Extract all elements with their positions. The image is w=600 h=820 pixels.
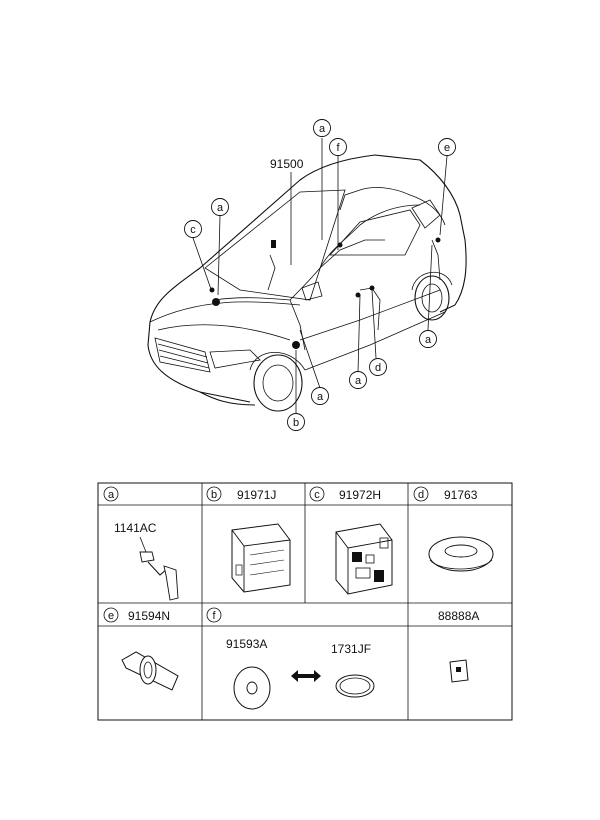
callout-b: b [287, 413, 305, 431]
header-cell-misc: 88888A [438, 609, 479, 623]
cell-letter: a [108, 489, 115, 501]
header-cell-d: d 91763 [413, 486, 478, 502]
callout-letter: d [375, 362, 381, 374]
callout-letter: a [319, 123, 326, 135]
part-a-bolt: 1141AC [114, 521, 179, 601]
callout-letter: b [293, 417, 299, 429]
cell-letter: c [314, 489, 320, 501]
parts-table: a b 91971J c 91972H d 91763 e 91594N f [97, 482, 513, 721]
part-f-right-number: 1731JF [331, 642, 371, 656]
callout-f: f [329, 138, 347, 156]
callout-d: d [369, 358, 387, 376]
car-illustration [147, 154, 467, 412]
header-cell-e: e 91594N [103, 607, 170, 623]
part-misc-pad [449, 659, 469, 683]
part-f-left-number: 91593A [226, 637, 267, 651]
cell-part-number: 88888A [438, 609, 479, 623]
callout-letter: e [444, 142, 450, 154]
callout-letter: a [317, 391, 324, 403]
callout-letter: a [217, 202, 224, 214]
part-c-junction-box [335, 523, 393, 595]
cell-letter: f [212, 610, 216, 622]
cell-part-number: 91763 [444, 488, 478, 502]
callout-a-top: a [313, 119, 331, 137]
main-part-number: 91500 [270, 157, 304, 171]
part-d-grommet [428, 536, 494, 572]
interchange-arrow-icon [291, 670, 321, 682]
callout-a-front: a [211, 198, 229, 216]
cell-part-number: 91971J [237, 488, 276, 502]
header-cell-c: c 91972H [309, 486, 381, 502]
callout-letter: a [355, 375, 362, 387]
header-cell-f: f [206, 607, 222, 623]
part-e-clamp [121, 651, 179, 691]
part-a-number: 1141AC [114, 521, 157, 535]
cell-part-number: 91972H [339, 488, 381, 502]
header-cell-b: b 91971J [206, 486, 276, 502]
callout-letter: a [425, 334, 432, 346]
callout-e: e [438, 138, 456, 156]
callout-a-bottom: a [311, 387, 329, 405]
callout-letter: c [190, 224, 196, 236]
leader-lines [192, 138, 448, 413]
callout-a-side: a [349, 371, 367, 389]
header-cell-a: a [103, 486, 119, 502]
callout-letter: f [336, 142, 340, 154]
callout-a-rear: a [419, 330, 437, 348]
cell-letter: e [108, 610, 114, 622]
cell-part-number: 91594N [128, 609, 170, 623]
cell-letter: d [418, 489, 424, 501]
cell-letter: b [211, 489, 217, 501]
part-f-grommet: 91593A [226, 637, 271, 710]
part-b-module [231, 523, 291, 593]
part-f-seal: 1731JF [331, 642, 375, 698]
callout-c: c [184, 220, 202, 238]
